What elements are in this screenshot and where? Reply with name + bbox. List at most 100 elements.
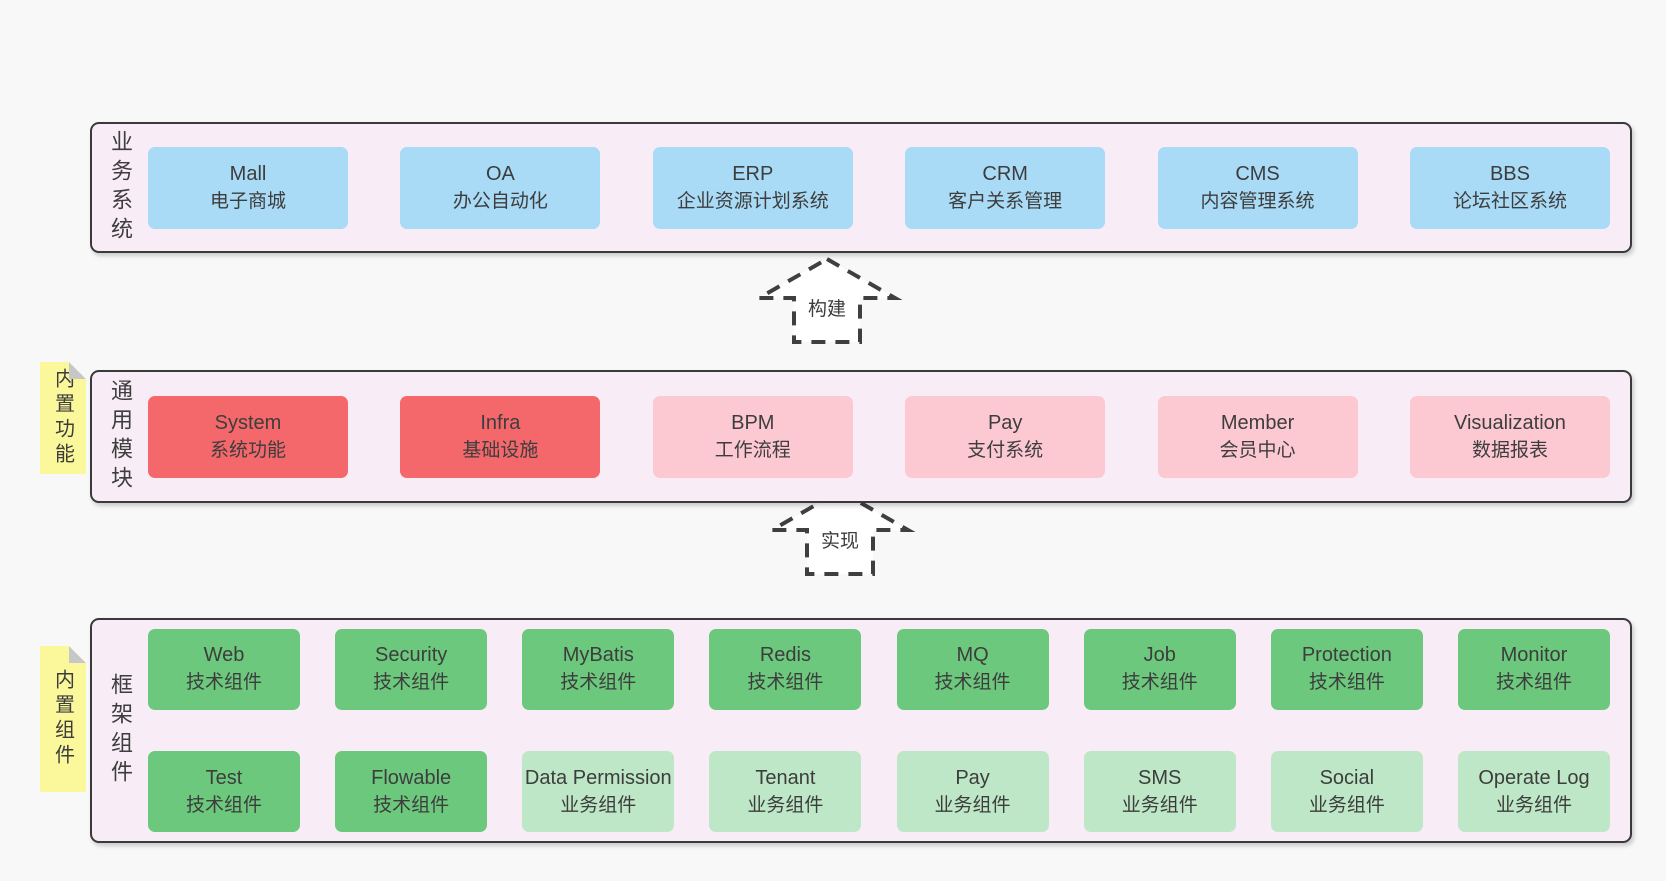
panel-label-text: 业务系统 <box>108 129 133 246</box>
arrow-label: 实现 <box>816 524 864 555</box>
box-title: Redis <box>759 644 811 667</box>
box-title: Social <box>1319 766 1375 789</box>
box-subtitle: 技术组件 <box>373 672 450 694</box>
box-subtitle: 论坛社区系统 <box>1452 190 1567 212</box>
arrow-up-build: 构建 <box>751 256 903 346</box>
box-subtitle: 技术组件 <box>1495 672 1572 694</box>
box-flowable: Flowable 技术组件 <box>335 751 488 833</box>
arrow-up-implement: 实现 <box>764 488 916 578</box>
box-title: Monitor <box>1500 644 1568 667</box>
panel-common-modules: 通用模块 System 系统功能 Infra 基础设施 BPM 工作流程 Pay… <box>90 370 1632 503</box>
box-monitor: Monitor 技术组件 <box>1457 628 1610 710</box>
box-cms: CMS 内容管理系统 <box>1157 146 1358 229</box>
module-boxes-row: System 系统功能 Infra 基础设施 BPM 工作流程 Pay 支付系统… <box>148 372 1630 501</box>
box-subtitle: 电子商城 <box>209 190 286 212</box>
component-rows: Web 技术组件 Security 技术组件 MyBatis 技术组件 Redi… <box>148 620 1630 841</box>
box-subtitle: 业务组件 <box>560 794 637 816</box>
box-redis: Redis 技术组件 <box>709 628 862 710</box>
box-title: Security <box>375 644 448 667</box>
sticky-note-label: 内置组件 <box>51 669 74 769</box>
box-subtitle: 基础设施 <box>462 439 539 461</box>
box-subtitle: 数据报表 <box>1471 439 1548 461</box>
box-social: Social 业务组件 <box>1270 751 1423 833</box>
box-crm: CRM 客户关系管理 <box>905 146 1106 229</box>
box-mq: MQ 技术组件 <box>896 628 1049 710</box>
box-tenant: Tenant 业务组件 <box>709 751 862 833</box>
box-subtitle: 业务组件 <box>1121 794 1198 816</box>
box-system: System 系统功能 <box>148 395 348 478</box>
box-subtitle: 支付系统 <box>967 439 1044 461</box>
box-subtitle: 技术组件 <box>373 794 450 816</box>
panel-label: 框架组件 <box>92 620 148 841</box>
arrow-label: 构建 <box>803 292 851 323</box>
box-security: Security 技术组件 <box>335 628 488 710</box>
component-boxes-row-2: Test 技术组件 Flowable 技术组件 Data Permission … <box>148 743 1610 842</box>
box-title: CRM <box>982 162 1028 185</box>
sticky-note-builtin-components: 内置组件 <box>40 646 86 792</box>
sticky-note-label: 内置功能 <box>51 368 74 468</box>
box-title: Mall <box>229 162 267 185</box>
box-title: Test <box>205 766 243 789</box>
panel-label: 通用模块 <box>92 372 148 501</box>
box-subtitle: 企业资源计划系统 <box>676 190 829 212</box>
box-title: MyBatis <box>562 644 634 667</box>
box-job: Job 技术组件 <box>1083 628 1236 710</box>
box-subtitle: 办公自动化 <box>452 190 548 212</box>
box-oa: OA 办公自动化 <box>400 146 601 229</box>
box-title: SMS <box>1138 766 1182 789</box>
box-member: Member 会员中心 <box>1157 395 1358 478</box>
box-protection: Protection 技术组件 <box>1270 628 1423 710</box>
box-subtitle: 内容管理系统 <box>1200 190 1315 212</box>
box-title: Pay <box>955 766 990 789</box>
box-bpm: BPM 工作流程 <box>652 395 853 478</box>
box-title: MQ <box>956 644 989 667</box>
box-sms: SMS 业务组件 <box>1083 751 1236 833</box>
box-subtitle: 工作流程 <box>714 439 791 461</box>
panel-label: 业务系统 <box>92 124 148 251</box>
box-web: Web 技术组件 <box>148 628 300 710</box>
box-subtitle: 技术组件 <box>934 672 1011 694</box>
box-title: BPM <box>731 411 775 434</box>
component-boxes-row-1: Web 技术组件 Security 技术组件 MyBatis 技术组件 Redi… <box>148 620 1610 719</box>
panel-label-text: 通用模块 <box>108 378 133 495</box>
box-title: Operate Log <box>1478 766 1590 789</box>
box-test: Test 技术组件 <box>148 751 300 833</box>
box-title: Protection <box>1301 644 1392 667</box>
folded-corner-icon <box>69 646 86 663</box>
box-infra: Infra 基础设施 <box>400 395 601 478</box>
box-title: Visualization <box>1453 411 1566 434</box>
box-title: Pay <box>987 411 1023 434</box>
panel-business-systems: 业务系统 Mall 电子商城 OA 办公自动化 ERP 企业资源计划系统 CRM… <box>90 122 1632 253</box>
box-title: Job <box>1143 644 1176 667</box>
box-subtitle: 客户关系管理 <box>948 190 1063 212</box>
box-subtitle: 业务组件 <box>747 794 824 816</box>
business-boxes-row: Mall 电子商城 OA 办公自动化 ERP 企业资源计划系统 CRM 客户关系… <box>148 124 1630 251</box>
box-subtitle: 业务组件 <box>934 794 1011 816</box>
panel-framework-components: 框架组件 Web 技术组件 Security 技术组件 MyBatis 技术组件… <box>90 618 1632 843</box>
box-title: Web <box>203 644 245 667</box>
box-subtitle: 技术组件 <box>747 672 824 694</box>
box-bbs: BBS 论坛社区系统 <box>1409 146 1610 229</box>
box-erp: ERP 企业资源计划系统 <box>652 146 853 229</box>
box-title: BBS <box>1489 162 1530 185</box>
box-title: Tenant <box>755 766 816 789</box>
box-subtitle: 会员中心 <box>1219 439 1296 461</box>
box-subtitle: 技术组件 <box>185 672 262 694</box>
panel-label-text: 框架组件 <box>108 672 133 789</box>
box-title: Data Permission <box>524 766 672 789</box>
box-mybatis: MyBatis 技术组件 <box>522 628 675 710</box>
folded-corner-icon <box>69 362 86 379</box>
box-title: Infra <box>480 411 521 434</box>
box-subtitle: 系统功能 <box>209 439 286 461</box>
box-mall: Mall 电子商城 <box>148 146 348 229</box>
sticky-note-builtin-features: 内置功能 <box>40 362 86 474</box>
box-subtitle: 业务组件 <box>1308 794 1385 816</box>
box-title: CMS <box>1235 162 1280 185</box>
box-subtitle: 技术组件 <box>185 794 262 816</box>
box-pay-system: Pay 支付系统 <box>905 395 1106 478</box>
box-title: ERP <box>732 162 774 185</box>
box-subtitle: 技术组件 <box>1308 672 1385 694</box>
box-subtitle: 技术组件 <box>560 672 637 694</box>
box-data-permission: Data Permission 业务组件 <box>522 751 675 833</box>
